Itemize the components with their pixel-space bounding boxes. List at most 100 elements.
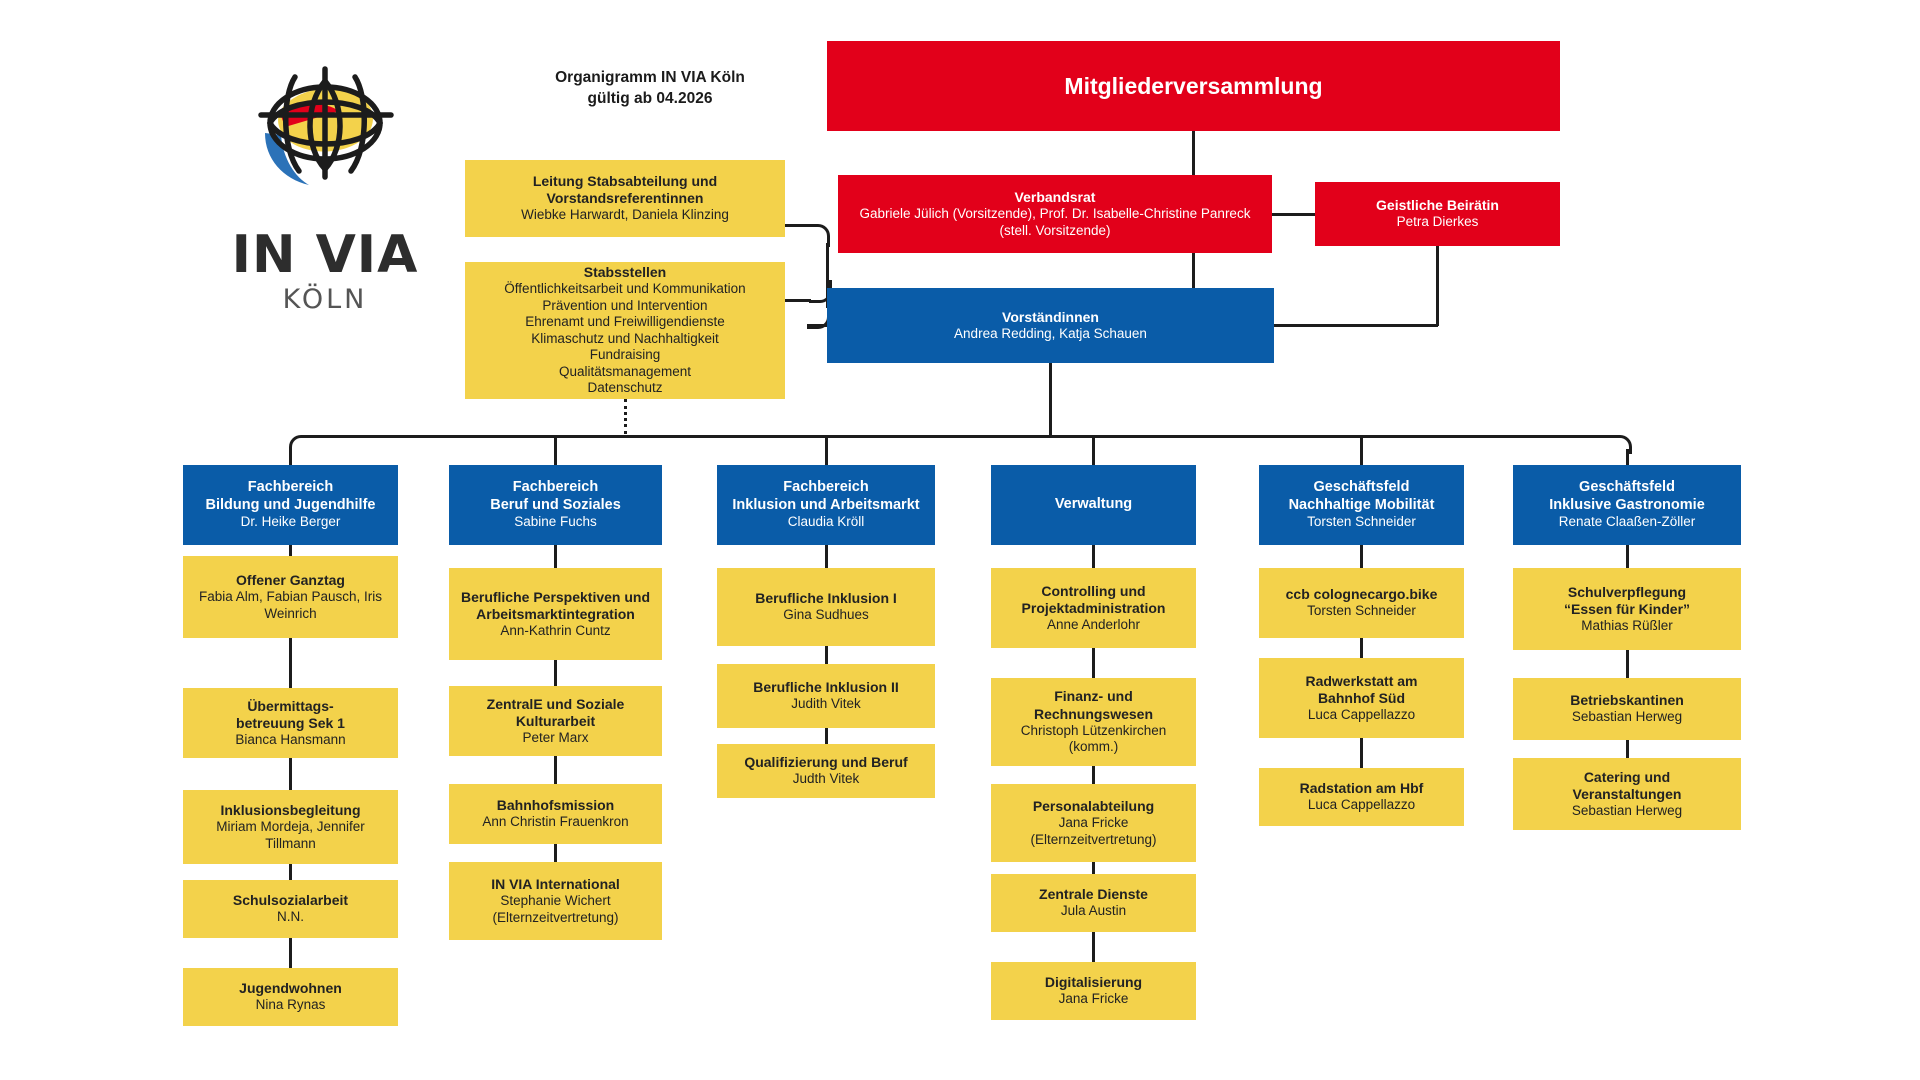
connector-col1-link2 — [554, 756, 557, 784]
chart-title-line1: Organigramm IN VIA Köln — [555, 69, 745, 86]
box-subtitle: Ann-Kathrin Cuntz — [500, 622, 611, 638]
box-title: Berufliche Inklusion II — [753, 679, 899, 696]
box-subtitle: Torsten Schneider — [1307, 514, 1416, 530]
box-head-3[interactable]: Verwaltung — [991, 465, 1196, 545]
connector-col5-link1 — [1625, 650, 1629, 678]
connector-col3-link2 — [1092, 766, 1095, 784]
box-unit-5-0[interactable]: Schulverpflegung“Essen für Kinder”Mathia… — [1513, 568, 1741, 650]
in-via-globe-icon — [258, 66, 394, 185]
box-list-item: Klimaschutz und Nachhaltigkeit — [531, 330, 719, 346]
connector-advisor-down — [1436, 246, 1439, 326]
connector-col3-link3 — [1092, 862, 1095, 874]
connector-council-board — [1192, 253, 1195, 288]
connector-col2-link0 — [824, 545, 828, 568]
box-list-item: Qualitätsmanagement — [558, 363, 692, 379]
connector-col1-link1 — [554, 660, 557, 686]
box-subtitle: Luca Cappellazzo — [1307, 797, 1416, 813]
box-subtitle: Sebastian Herweg — [1571, 802, 1683, 818]
connector-col5-link0 — [1625, 545, 1629, 568]
connector-col2-link2 — [824, 728, 828, 744]
connector-bus — [303, 434, 1614, 438]
box-title: Inklusionsbegleitung — [220, 801, 361, 818]
box-list-item: Datenschutz — [587, 380, 663, 396]
box-title: Radstation am Hbf — [1299, 780, 1424, 797]
box-subtitle: Andrea Redding, Katja Schauen — [954, 325, 1147, 341]
box-title: Verwaltung — [1054, 496, 1133, 513]
connector-stabsstellen-out — [785, 298, 811, 302]
box-title: Offener Ganztag — [236, 571, 345, 588]
connector-col0-link4 — [289, 938, 292, 968]
connector-leitung-in — [807, 324, 827, 327]
connector-bus-drop-4 — [1360, 436, 1363, 465]
box-subtitle: Wiebke Harwardt, Daniela Klinzing — [521, 207, 729, 223]
in-via-koeln-logo: IN VIA KÖLN — [225, 55, 425, 345]
box-subtitle: Bianca Hansmann — [235, 731, 346, 747]
box-title: Personalabteilung — [1032, 797, 1155, 814]
box-subtitle: N.N. — [277, 909, 304, 925]
connector-bus-right-end — [1612, 434, 1632, 454]
connector-col1-link3 — [554, 844, 557, 862]
box-subtitle: Nina Rynas — [255, 997, 326, 1013]
connector-col0-link3 — [289, 864, 292, 880]
box-subtitle: Torsten Schneider — [1307, 603, 1416, 619]
logo-wordmark: IN VIA — [231, 225, 419, 285]
box-subtitle: Jana Fricke — [1058, 991, 1129, 1007]
connector-col5-link2 — [1625, 740, 1629, 758]
connector-col3-link4 — [1092, 932, 1095, 962]
box-title: Geistliche Beirätin — [1376, 197, 1499, 214]
connector-col4-link1 — [1360, 638, 1363, 658]
connector-col3-link0 — [1092, 545, 1095, 568]
box-subtitle: Jana Fricke(Elternzeitvertretung) — [1030, 815, 1157, 847]
box-mitgliederversammlung[interactable]: Mitgliederversammlung — [827, 41, 1560, 131]
connector-board-advisor — [1274, 324, 1438, 327]
connector-bus-drop-0 — [289, 449, 292, 465]
box-subtitle: Sebastian Herweg — [1571, 709, 1683, 725]
box-title: Qualifizierung und Beruf — [744, 754, 908, 771]
box-subtitle: Ann Christin Frauenkron — [482, 814, 629, 830]
box-subtitle: Renate Claaßen-Zöller — [1558, 514, 1696, 530]
connector-col2-link1 — [824, 646, 828, 664]
box-title: Übermittags-betreuung Sek 1 — [236, 697, 345, 731]
box-leitung-stabsabteilung[interactable]: Leitung Stabsabteilung und Vorstandsrefe… — [465, 160, 785, 237]
connector-council-advisor — [1272, 212, 1315, 216]
box-title: IN VIA International — [491, 875, 620, 892]
